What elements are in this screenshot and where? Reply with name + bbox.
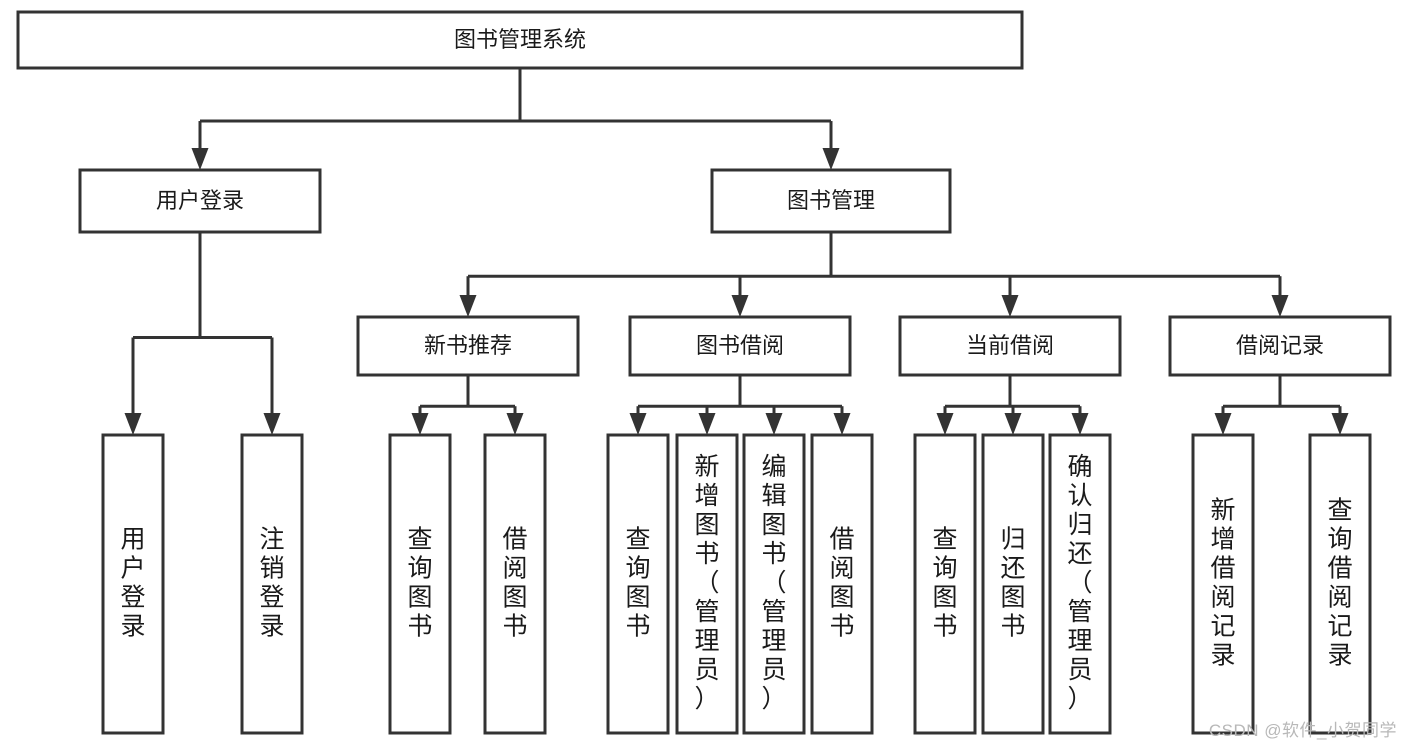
node-box-leaf_cb_return[interactable] [981, 433, 1045, 735]
node-label-root: 图书管理系统 [454, 27, 586, 52]
edge-group-book_manage [459, 232, 1289, 317]
node-label-leaf_bb_edit: 编辑图书（管理员） [761, 453, 786, 713]
node-box-new_book_rec[interactable] [356, 315, 580, 377]
node-label-leaf_user_login: 用户登录 [120, 526, 145, 641]
node-label-current_borrow: 当前借阅 [966, 333, 1054, 358]
edges-layer [124, 68, 1349, 435]
node-label-leaf_logout: 注销登录 [259, 526, 284, 641]
node-box-leaf_logout[interactable] [240, 433, 304, 735]
edge-group-book_borrow [629, 375, 851, 435]
node-label-leaf_bb_borrow: 借阅图书 [829, 526, 854, 641]
node-label-leaf_br_query: 查询借阅记录 [1327, 497, 1352, 670]
node-label-leaf_cb_confirm: 确认归还（管理员） [1067, 453, 1092, 713]
node-leaf_bb_query[interactable]: 查询图书 [606, 433, 670, 735]
node-label-leaf_br_add: 新增借阅记录 [1210, 497, 1235, 670]
node-leaf_rec_query[interactable]: 查询图书 [388, 433, 452, 735]
node-box-leaf_bb_borrow[interactable] [810, 433, 874, 735]
node-box-leaf_rec_query[interactable] [388, 433, 452, 735]
node-label-user_login: 用户登录 [156, 188, 244, 213]
node-label-leaf_bb_add: 新增图书（管理员） [694, 453, 719, 713]
node-box-current_borrow[interactable] [898, 315, 1122, 377]
nodes-layer: 图书管理系统用户登录图书管理新书推荐图书借阅当前借阅借阅记录用户登录注销登录查询… [16, 10, 1392, 735]
node-leaf_br_query[interactable]: 查询借阅记录 [1308, 433, 1372, 735]
node-label-leaf_rec_query: 查询图书 [407, 526, 432, 641]
node-box-leaf_bb_edit[interactable] [742, 433, 806, 735]
node-leaf_cb_query[interactable]: 查询图书 [913, 433, 977, 735]
node-label-leaf_bb_query: 查询图书 [625, 526, 650, 641]
node-box-leaf_br_query[interactable] [1308, 433, 1372, 735]
edge-group-current_borrow [936, 375, 1089, 435]
edge-group-user_login [124, 232, 281, 435]
node-leaf_rec_borrow[interactable]: 借阅图书 [483, 433, 547, 735]
node-box-user_login[interactable] [78, 168, 322, 234]
node-box-borrow_record[interactable] [1168, 315, 1392, 377]
node-leaf_cb_confirm[interactable]: 确认归还（管理员） [1048, 433, 1112, 735]
edge-group-root [191, 68, 840, 170]
node-book_manage[interactable]: 图书管理 [710, 168, 952, 234]
node-label-book_borrow: 图书借阅 [696, 333, 784, 358]
node-box-leaf_bb_query[interactable] [606, 433, 670, 735]
node-user_login[interactable]: 用户登录 [78, 168, 322, 234]
node-current_borrow[interactable]: 当前借阅 [898, 315, 1122, 377]
node-box-leaf_user_login[interactable] [101, 433, 165, 735]
node-box-book_borrow[interactable] [628, 315, 852, 377]
node-label-borrow_record: 借阅记录 [1236, 333, 1324, 358]
node-label-leaf_cb_query: 查询图书 [932, 526, 957, 641]
node-leaf_br_add[interactable]: 新增借阅记录 [1191, 433, 1255, 735]
node-root[interactable]: 图书管理系统 [16, 10, 1024, 70]
node-leaf_bb_add[interactable]: 新增图书（管理员） [675, 433, 739, 735]
node-box-leaf_cb_query[interactable] [913, 433, 977, 735]
node-borrow_record[interactable]: 借阅记录 [1168, 315, 1392, 377]
node-leaf_logout[interactable]: 注销登录 [240, 433, 304, 735]
node-leaf_bb_edit[interactable]: 编辑图书（管理员） [742, 433, 806, 735]
node-box-book_manage[interactable] [710, 168, 952, 234]
node-leaf_user_login[interactable]: 用户登录 [101, 433, 165, 735]
node-label-book_manage: 图书管理 [787, 188, 875, 213]
node-leaf_cb_return[interactable]: 归还图书 [981, 433, 1045, 735]
edge-group-borrow_record [1214, 375, 1349, 435]
node-label-leaf_rec_borrow: 借阅图书 [502, 526, 527, 641]
node-box-leaf_br_add[interactable] [1191, 433, 1255, 735]
edge-group-new_book_rec [411, 375, 524, 435]
node-leaf_bb_borrow[interactable]: 借阅图书 [810, 433, 874, 735]
node-new_book_rec[interactable]: 新书推荐 [356, 315, 580, 377]
node-book_borrow[interactable]: 图书借阅 [628, 315, 852, 377]
node-label-leaf_cb_return: 归还图书 [1000, 526, 1025, 641]
node-box-leaf_cb_confirm[interactable] [1048, 433, 1112, 735]
node-box-leaf_bb_add[interactable] [675, 433, 739, 735]
node-label-new_book_rec: 新书推荐 [424, 333, 512, 358]
node-box-leaf_rec_borrow[interactable] [483, 433, 547, 735]
node-box-root[interactable] [16, 10, 1024, 70]
